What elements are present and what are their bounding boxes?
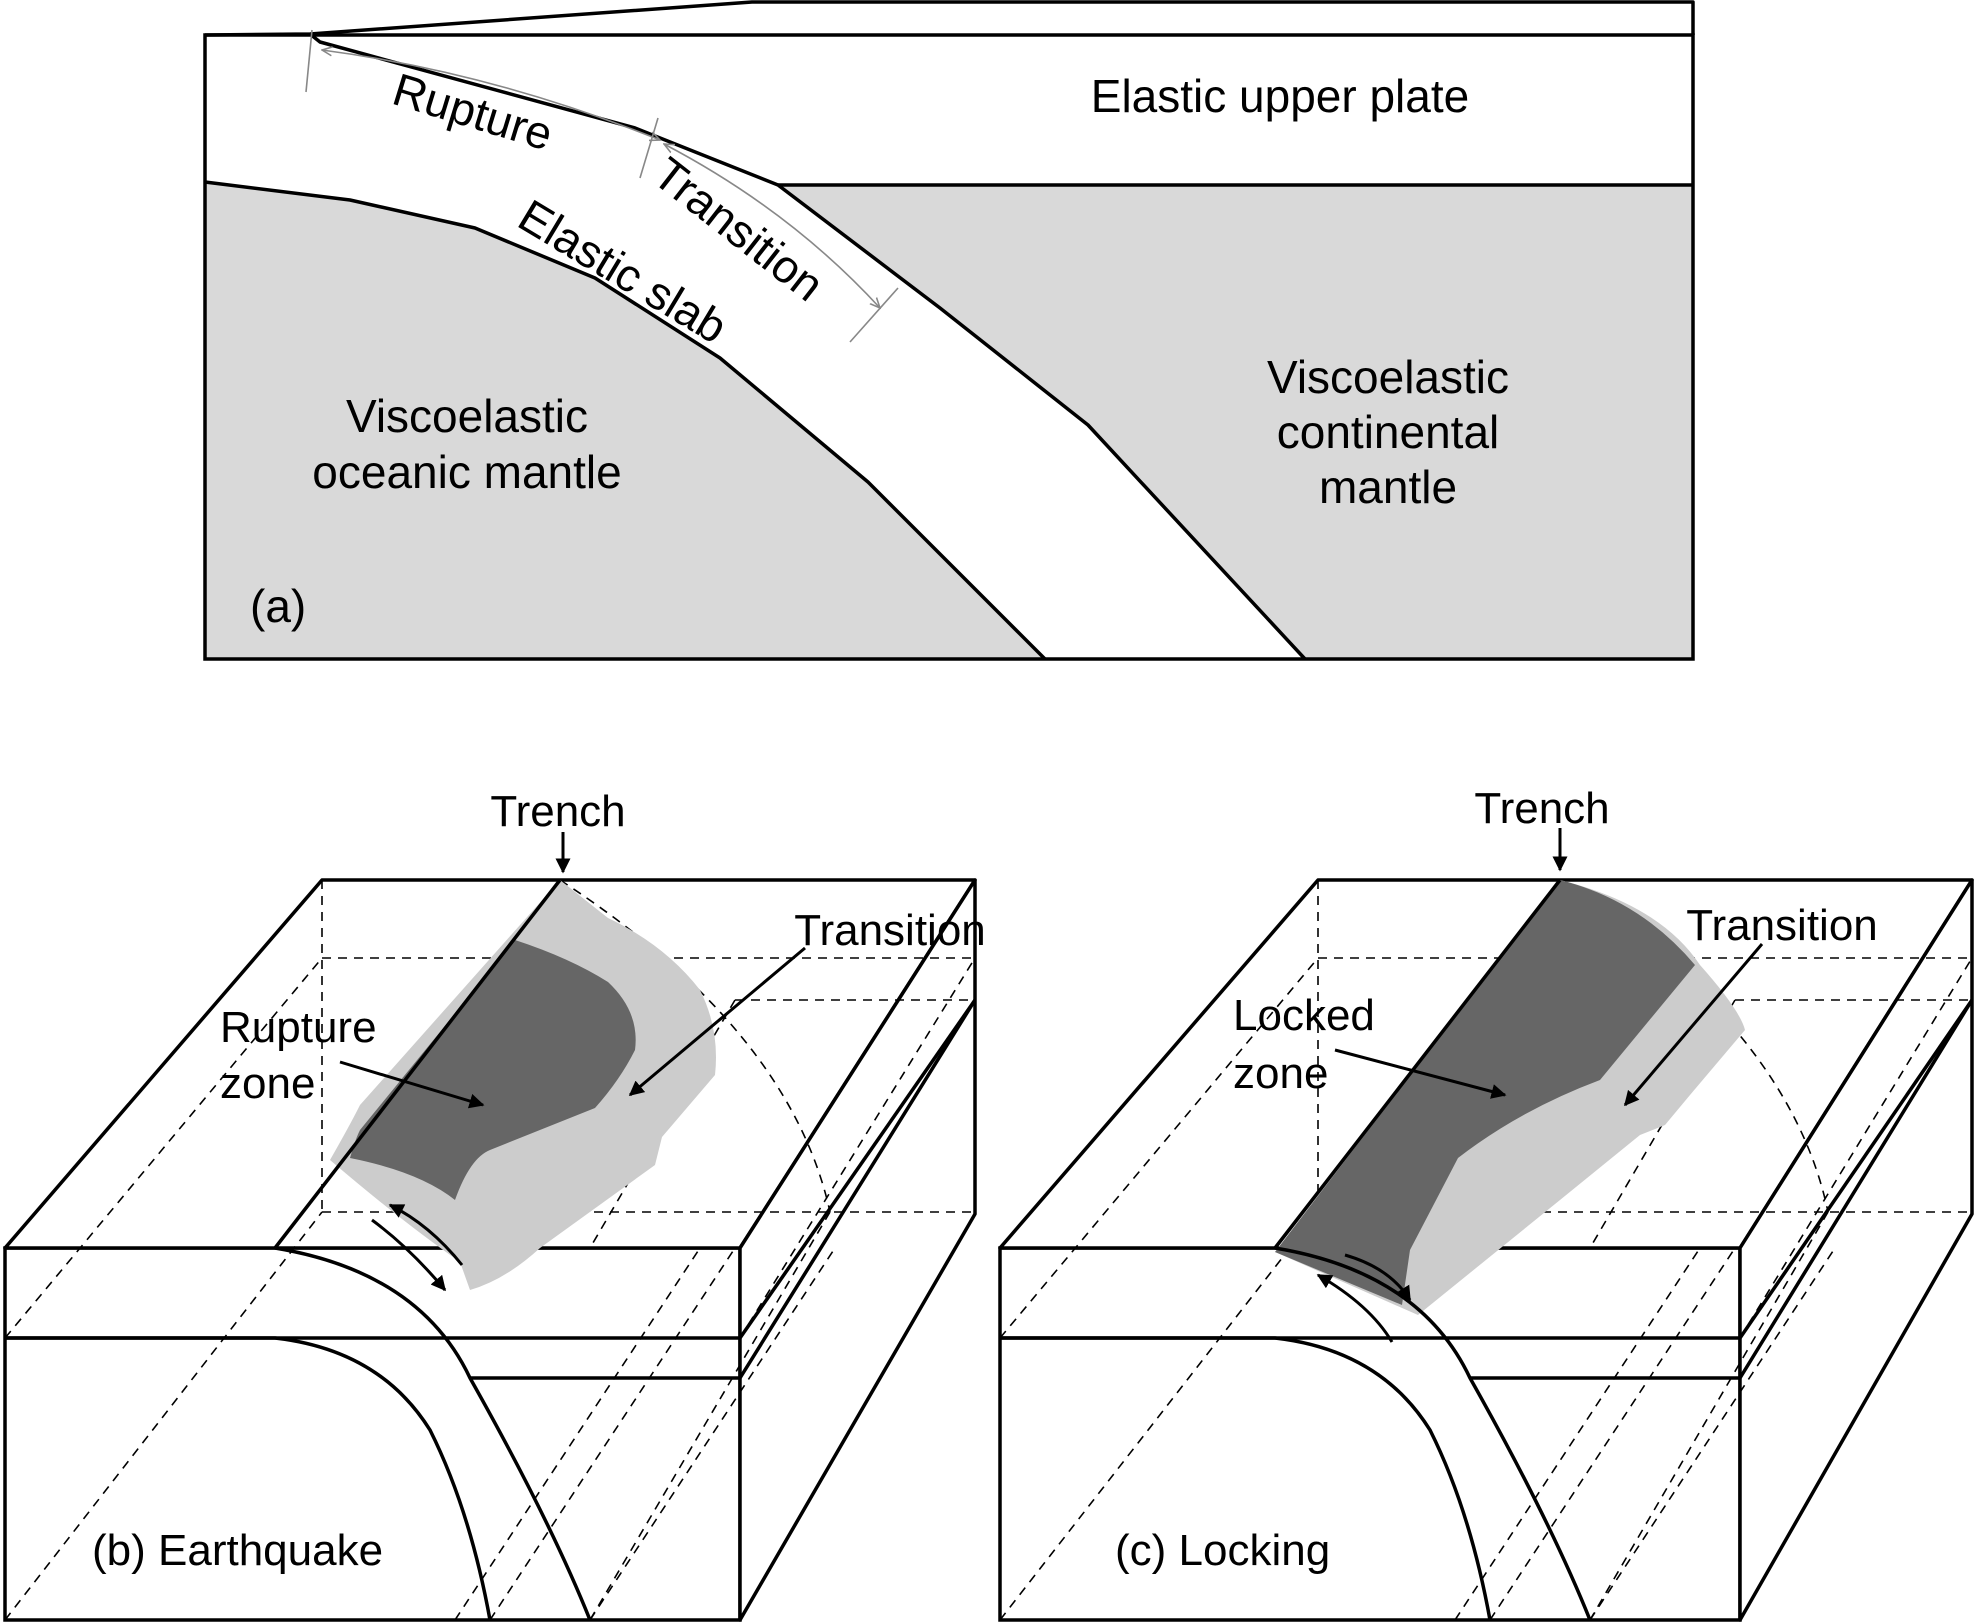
- rupture-extent-arrow: [322, 50, 660, 140]
- panel-b-slab-bottom: [5, 1336, 492, 1621]
- oceanic-mantle-label-line2: oceanic mantle: [312, 446, 621, 498]
- panel-b-earthquake: Trench Transition Rupture zone (b) Earth…: [3, 787, 986, 1622]
- panel-b-slab-inner: [470, 999, 977, 1380]
- panel-c-locked-zone: [1275, 880, 1695, 1305]
- panel-b-transition-arrow: [628, 946, 806, 1097]
- panel-b-slip-arrow-upper: [388, 1203, 464, 1266]
- panel-b-trench-label: Trench: [490, 787, 625, 836]
- panel-c-front-dashes: [1454, 1247, 1836, 1621]
- panel-b-front-dashes: [454, 1247, 836, 1621]
- panel-a-cross-section: Elastic upper plate Rupture Transition E…: [203, 0, 1695, 661]
- panel-b-plate-base-right: [738, 999, 977, 1339]
- panel-b-slip-arrow-lower: [371, 1218, 447, 1292]
- panel-c-front-face: [998, 1246, 1742, 1622]
- continental-mantle-label-line3: mantle: [1319, 461, 1457, 513]
- panel-c-slab-bottom: [1000, 1336, 1492, 1621]
- panel-b-label: (b) Earthquake: [92, 1526, 383, 1575]
- panel-c-transition-arrow: [1623, 943, 1764, 1107]
- panel-c-trench-line: [1273, 878, 1562, 1250]
- panel-c-right-face: [1738, 878, 1974, 1622]
- panel-c-transition-label: Transition: [1686, 901, 1878, 950]
- panel-c-plate-base-right: [1738, 999, 1974, 1339]
- rupture-left-tick: [305, 29, 313, 93]
- slab-base: [204, 180, 1047, 661]
- panel-c-locking: Trench Transition Locked zone (c) Lockin…: [998, 784, 1974, 1622]
- upper-plate-label: Elastic upper plate: [1091, 70, 1469, 122]
- panel-b-zone-label-line1: Rupture: [220, 1003, 377, 1052]
- panel-c-zone-label-line2: zone: [1233, 1049, 1328, 1098]
- panel-c-trench-label: Trench: [1474, 784, 1609, 833]
- panel-b-rupture-zone: [350, 940, 636, 1200]
- panel-c-slab-inner: [1470, 999, 1974, 1380]
- panel-b-zone-arrow: [339, 1060, 485, 1109]
- panel-c-slip-arrow-upper: [1344, 1253, 1412, 1302]
- panel-c-zone-arrow: [1334, 1048, 1507, 1099]
- elastic-slab: [205, 35, 1305, 659]
- panel-b-transition-label: Transition: [794, 906, 986, 955]
- oceanic-mantle-label-line1: Viscoelastic: [346, 390, 588, 442]
- transition-extent-arrow: [664, 144, 880, 308]
- panel-a-label: (a): [250, 580, 306, 632]
- panel-b-zone-label-line2: zone: [220, 1059, 315, 1108]
- continental-mantle-label-line1: Viscoelastic: [1267, 351, 1509, 403]
- panel-b-right-face: [738, 878, 977, 1622]
- panel-a-frame: [203, 33, 1695, 661]
- panel-b-trench-line: [273, 878, 562, 1250]
- panel-c-label: (c) Locking: [1115, 1526, 1330, 1575]
- transition-right-tick: [849, 287, 899, 343]
- panel-b-front-face: [3, 1246, 742, 1622]
- continental-mantle-label-line2: continental: [1277, 406, 1500, 458]
- panel-c-zone-label-line1: Locked: [1233, 991, 1375, 1040]
- upper-plate-top-edge: [204, 0, 1695, 37]
- panel-c-slip-arrow-lower: [1316, 1273, 1394, 1343]
